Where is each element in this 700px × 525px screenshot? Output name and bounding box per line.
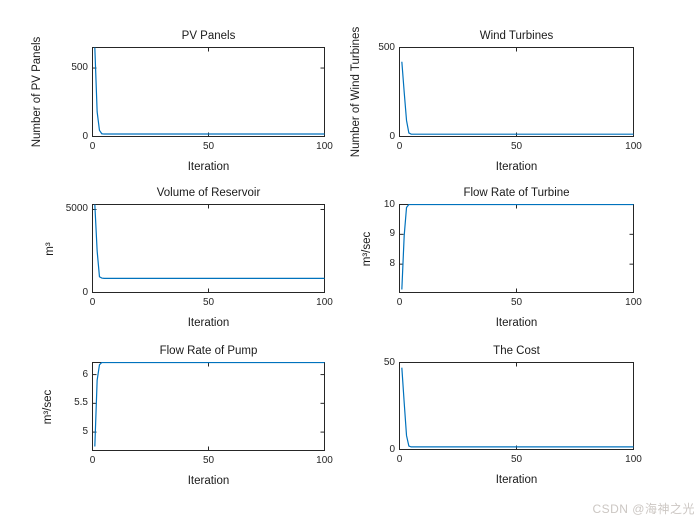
y-tick-label: 5 — [82, 426, 88, 438]
x-tick-label: 100 — [316, 455, 333, 466]
x-tick-label: 0 — [89, 455, 96, 466]
x-tick-label: 100 — [625, 141, 642, 152]
axes-box — [92, 362, 325, 451]
y-tick-label: 10 — [383, 198, 395, 210]
line-series — [401, 204, 634, 290]
y-tick-label: 0 — [82, 130, 88, 142]
subplot-pv-panels: PV Panels Number of PV Panels Iteration … — [31, 30, 333, 173]
subplot-cost: The Cost Iteration 0 50 100 0 50 — [384, 345, 642, 486]
line-series — [94, 47, 325, 135]
x-tick-label: 50 — [202, 455, 215, 466]
y-tick-label: 6 — [82, 368, 88, 380]
axes-canvas — [399, 204, 634, 293]
plot-title: Wind Turbines — [479, 30, 554, 42]
y-tick-label: 5.5 — [74, 397, 88, 409]
y-tick-label: 0 — [82, 286, 88, 298]
axes-canvas — [399, 47, 634, 137]
x-tick-label: 0 — [89, 141, 96, 152]
x-tick-label: 100 — [316, 297, 333, 308]
y-tick-label: 50 — [383, 356, 395, 368]
axes-canvas — [399, 362, 634, 450]
x-axis-label: Iteration — [495, 317, 538, 329]
axes-box — [92, 204, 325, 293]
line-series — [94, 204, 325, 279]
axes-canvas — [92, 47, 325, 137]
line-series — [94, 362, 325, 447]
line-series — [401, 367, 634, 448]
x-axis-label: Iteration — [187, 475, 230, 487]
plot-title: Flow Rate of Turbine — [463, 187, 570, 199]
y-tick-label: 0 — [389, 443, 395, 455]
x-tick-label: 0 — [396, 141, 403, 152]
subplot-reservoir-volume: Volume of Reservoir m³ Iteration 0 50 100 0… — [44, 187, 333, 329]
y-tick-label: 0 — [389, 130, 395, 142]
x-tick-label: 50 — [202, 297, 215, 308]
x-tick-label: 0 — [89, 297, 96, 308]
line-series — [401, 61, 634, 135]
x-tick-label: 100 — [316, 141, 333, 152]
axes-canvas — [92, 362, 325, 451]
x-tick-label: 50 — [510, 297, 523, 308]
subplot-wind-turbines: Wind Turbines Number of Wind Turbines It… — [350, 27, 642, 173]
plot-title: The Cost — [493, 345, 540, 357]
plot-title: PV Panels — [181, 30, 236, 42]
x-tick-label: 50 — [510, 141, 523, 152]
x-axis-label: Iteration — [187, 161, 230, 173]
x-axis-label: Iteration — [495, 161, 538, 173]
axes-box — [399, 362, 634, 450]
y-tick-label: 8 — [389, 258, 395, 270]
x-tick-label: 50 — [202, 141, 215, 152]
x-tick-label: 100 — [625, 454, 642, 465]
axes-box — [399, 204, 634, 293]
y-tick-label: 500 — [71, 62, 88, 74]
x-tick-label: 0 — [396, 454, 403, 465]
y-tick-label: 500 — [378, 41, 395, 53]
plot-title: Volume of Reservoir — [156, 187, 261, 199]
axes-canvas — [92, 204, 325, 293]
plot-title: Flow Rate of Pump — [159, 345, 258, 357]
axes-box — [399, 47, 634, 137]
y-tick-label: 9 — [389, 228, 395, 240]
watermark: CSDN @海神之光 — [592, 502, 695, 516]
axes-box — [92, 47, 325, 137]
x-axis-label: Iteration — [187, 317, 230, 329]
y-tick-label: 5000 — [65, 203, 88, 215]
x-tick-label: 50 — [510, 454, 523, 465]
y-axis-label: Number of PV Panels — [31, 36, 43, 148]
x-tick-label: 0 — [396, 297, 403, 308]
x-tick-label: 100 — [625, 297, 642, 308]
x-axis-label: Iteration — [495, 474, 538, 486]
y-axis-label: m³ — [44, 241, 56, 256]
